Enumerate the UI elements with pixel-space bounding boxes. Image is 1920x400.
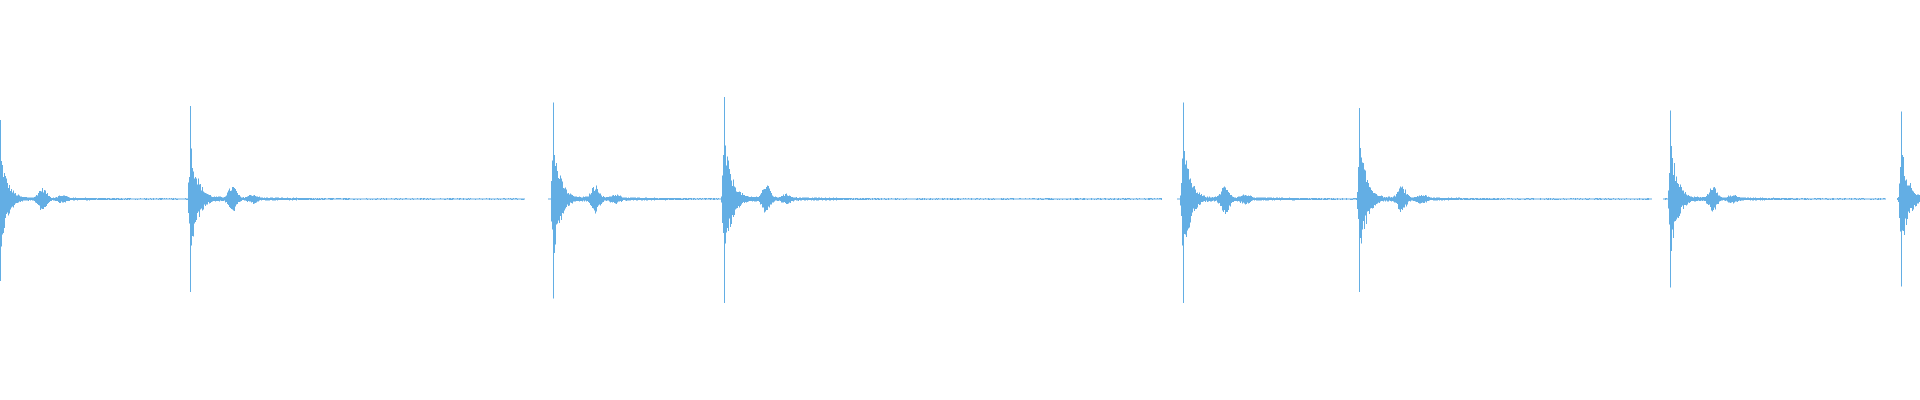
waveform-trace	[0, 97, 1920, 303]
waveform-samples	[0, 138, 1920, 260]
